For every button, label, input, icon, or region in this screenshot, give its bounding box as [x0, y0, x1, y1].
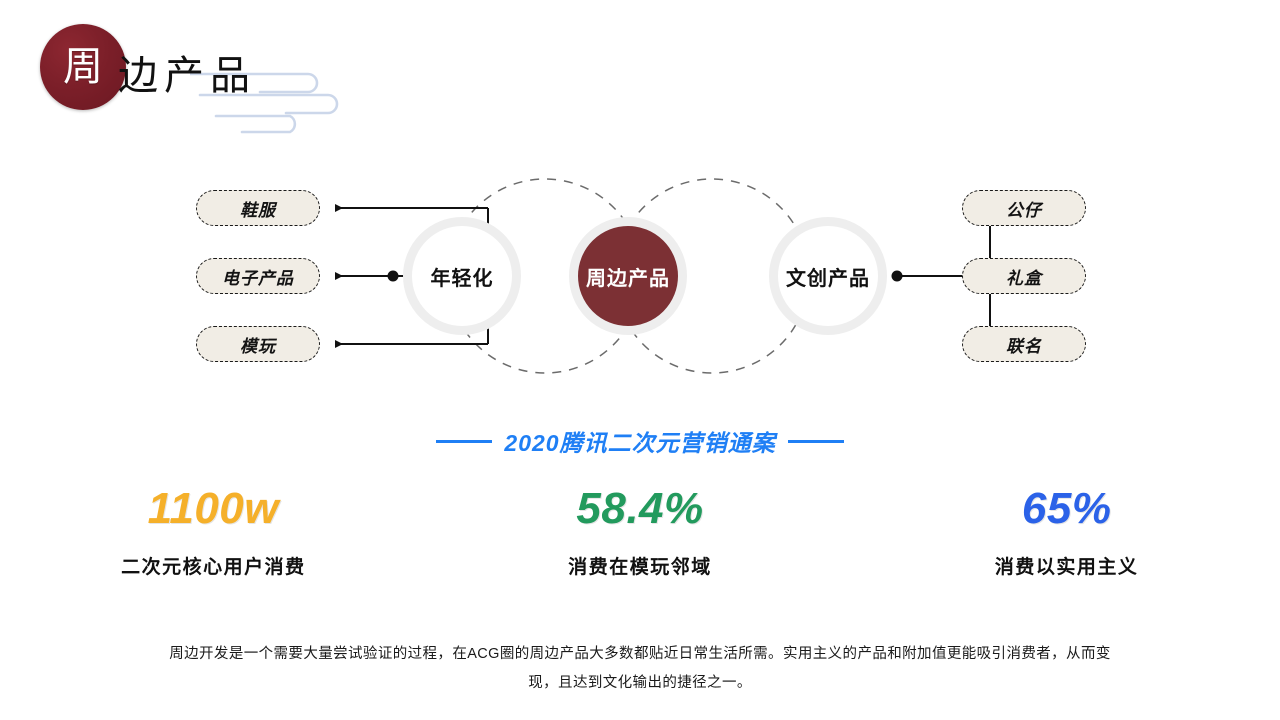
- stat-label-model-toy-share: 消费在模玩邻域: [568, 557, 712, 579]
- ribbon-rule-right: [787, 439, 844, 443]
- stat-label-pragmatism-share: 消费以实用主义: [994, 557, 1139, 579]
- stat-value-core-user-spend: 1100w: [147, 484, 279, 533]
- ribbon-rule-left: [436, 439, 493, 443]
- node-peripheral-products[interactable]: 周边产品: [569, 217, 687, 335]
- branch-pill-model-toys-label: 模玩: [240, 336, 276, 356]
- title-badge-character: 周: [63, 44, 103, 90]
- product-ecosystem-diagram: 年轻化 周边产品 文创产品 鞋服 电子产品 模玩 公仔 礼盒 联名: [0, 150, 1280, 400]
- stat-card-core-user-spend: 1100w 二次元核心用户消费: [0, 484, 427, 579]
- node-cultural-creative[interactable]: 文创产品: [769, 217, 887, 335]
- branch-pill-electronics-label: 电子产品: [222, 268, 294, 288]
- branch-pill-gift-box[interactable]: 礼盒: [962, 258, 1086, 294]
- stats-row: 1100w 二次元核心用户消费 58.4% 消费在模玩邻域 65% 消费以实用主…: [0, 484, 1280, 579]
- page-title: 周 边产品: [40, 24, 380, 134]
- branch-pill-collaboration-label: 联名: [1006, 336, 1042, 356]
- branch-pill-model-toys[interactable]: 模玩: [196, 326, 320, 362]
- node-youth[interactable]: 年轻化: [403, 217, 521, 335]
- stat-card-model-toy-share: 58.4% 消费在模玩邻域: [427, 484, 854, 579]
- branch-pill-figurine[interactable]: 公仔: [962, 190, 1086, 226]
- stat-card-pragmatism-share: 65% 消费以实用主义: [853, 484, 1280, 579]
- branch-pill-electronics[interactable]: 电子产品: [196, 258, 320, 294]
- cloud-decoration-icon: [190, 72, 339, 134]
- branch-pill-footwear-apparel-label: 鞋服: [240, 200, 276, 220]
- node-youth-label: 年轻化: [430, 267, 494, 290]
- branch-pill-collaboration[interactable]: 联名: [962, 326, 1086, 362]
- body-paragraph: 周边开发是一个需要大量尝试验证的过程，在ACG圈的周边产品大多数都贴近日常生活所…: [169, 645, 1111, 691]
- branch-pill-footwear-apparel[interactable]: 鞋服: [196, 190, 320, 226]
- ribbon-title: 2020腾讯二次元营销通案: [504, 430, 776, 456]
- stat-value-model-toy-share: 58.4%: [576, 484, 704, 533]
- title-badge: 周: [40, 24, 126, 110]
- node-peripheral-products-label: 周边产品: [586, 267, 670, 290]
- branch-pill-figurine-label: 公仔: [1006, 200, 1042, 220]
- stat-value-pragmatism-share: 65%: [1021, 484, 1112, 533]
- node-cultural-creative-label: 文创产品: [786, 267, 870, 290]
- branch-pill-gift-box-label: 礼盒: [1006, 268, 1042, 288]
- title-text: 边产品: [118, 53, 256, 99]
- stat-label-core-user-spend: 二次元核心用户消费: [121, 557, 306, 579]
- section-ribbon: 2020腾讯二次元营销通案: [0, 424, 1280, 458]
